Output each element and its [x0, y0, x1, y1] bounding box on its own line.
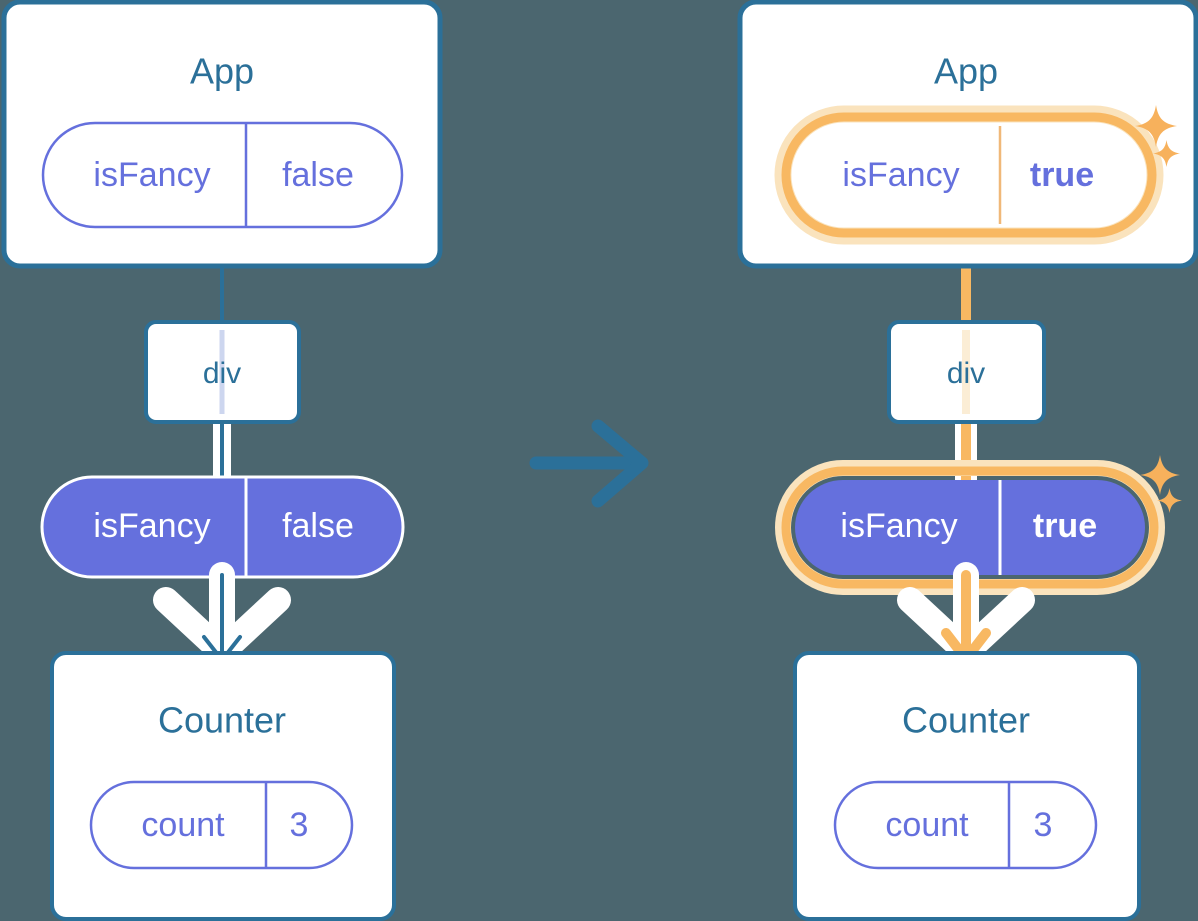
pill-key: count	[141, 806, 225, 844]
pill-key: isFancy	[840, 507, 957, 545]
pill-value: true	[1030, 156, 1094, 194]
app-isfancy-pill[interactable]: isFancy false	[41, 121, 404, 229]
counter-count-pill[interactable]: count 3	[833, 780, 1098, 870]
counter-box-title: Counter	[902, 700, 1030, 741]
pill-body	[795, 480, 1145, 575]
transition-arrow	[529, 419, 649, 508]
app-box-title: App	[934, 51, 998, 92]
pill-value: 3	[1034, 806, 1053, 844]
pill-key: isFancy	[93, 507, 210, 545]
prop-isfancy-pill[interactable]: isFancy false	[40, 475, 405, 579]
pill-body	[795, 126, 1143, 224]
pill-highlight-ring	[781, 112, 1157, 238]
div-node-label: div	[947, 357, 985, 390]
pill-body	[833, 780, 1098, 870]
counter-count-pill[interactable]: count 3	[89, 780, 354, 870]
panel-after: App isFancy true div	[737, 0, 1198, 921]
pill-value: false	[282, 507, 354, 545]
pill-value: true	[1033, 507, 1097, 545]
counter-box-title: Counter	[158, 700, 286, 741]
panel-before: App isFancy false div isFancy false	[1, 0, 443, 921]
div-node-label: div	[203, 357, 241, 390]
app-box-title: App	[190, 51, 254, 92]
pill-key: isFancy	[93, 156, 210, 194]
pill-value: false	[282, 156, 354, 194]
pill-body	[41, 121, 404, 229]
pill-body	[89, 780, 354, 870]
pill-key: isFancy	[842, 156, 959, 194]
pill-key: count	[885, 806, 969, 844]
app-isfancy-pill[interactable]: isFancy true	[774, 105, 1164, 245]
pill-value: 3	[290, 806, 309, 844]
